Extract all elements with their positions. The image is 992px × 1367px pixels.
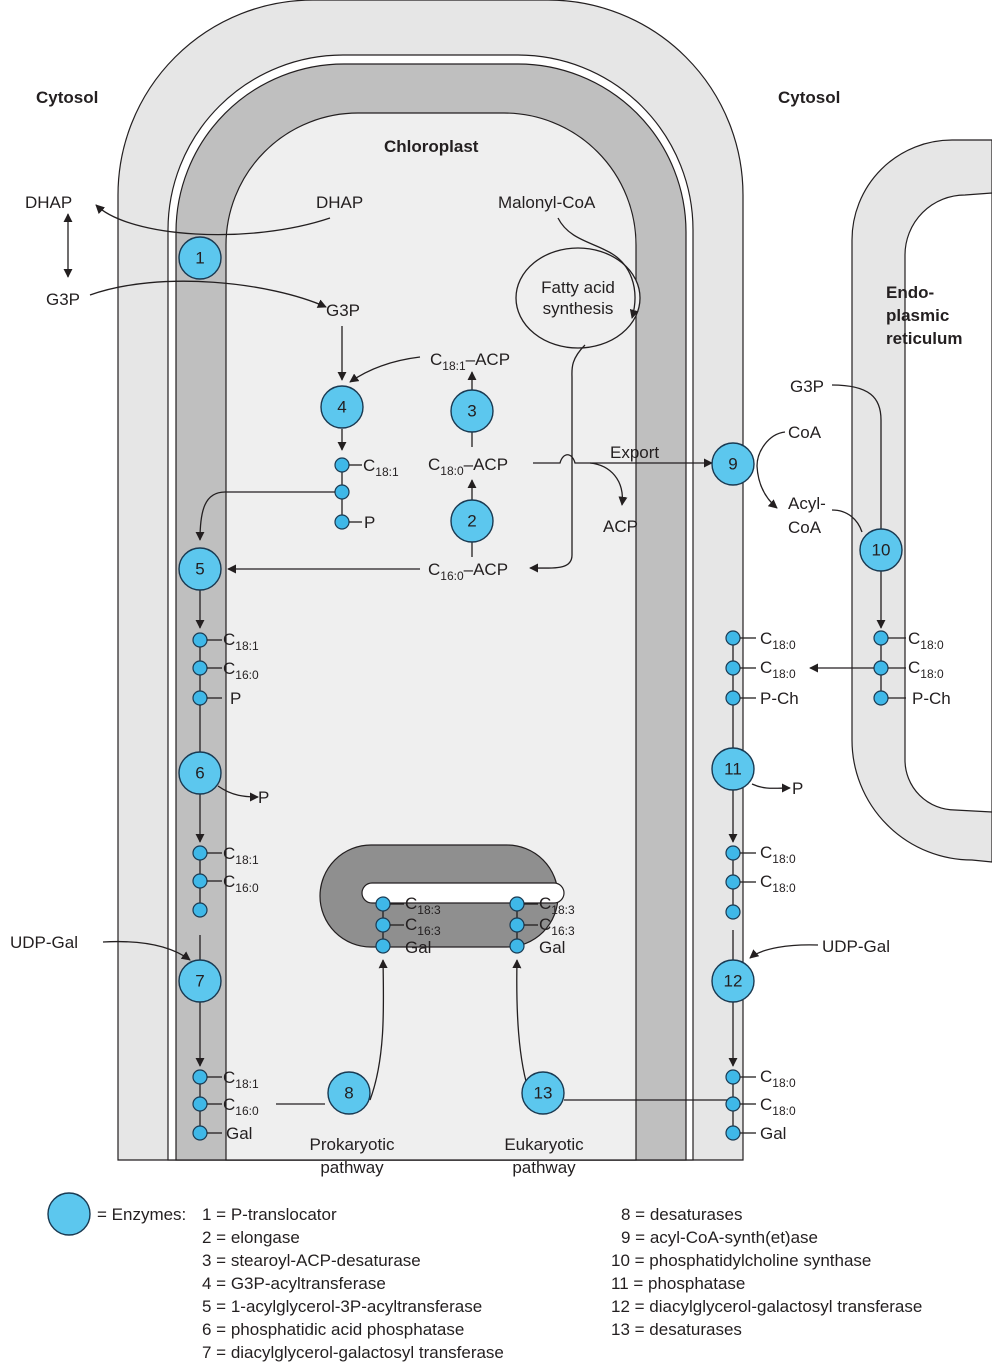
svg-text:Gal: Gal	[760, 1124, 786, 1143]
legend-item: 11 = phosphatase	[611, 1274, 745, 1293]
svg-text:P-Ch: P-Ch	[912, 689, 951, 708]
g3p-er: G3P	[790, 377, 824, 396]
svg-text:8: 8	[344, 1084, 353, 1103]
enzyme-3: 3	[451, 390, 493, 432]
legend-item: 9 = acyl-CoA-synth(et)ase	[621, 1228, 818, 1247]
svg-text:Gal: Gal	[405, 938, 431, 957]
enzyme-6: 6	[179, 752, 221, 794]
enzyme-8: 8	[328, 1072, 370, 1114]
glycerol-dot	[335, 515, 349, 529]
g3p-stroma: G3P	[326, 301, 360, 320]
legend-item: 8 = desaturases	[621, 1205, 742, 1224]
legend-item: 2 = elongase	[202, 1228, 300, 1247]
acyl-coa-label-1: Acyl-	[788, 494, 826, 513]
fas-label-2: synthesis	[543, 299, 614, 318]
malonyl-coa-label: Malonyl-CoA	[498, 193, 596, 212]
svg-text:11: 11	[724, 760, 742, 779]
svg-text:P: P	[364, 513, 375, 532]
legend-item: 7 = diacylglycerol-galactosyl transferas…	[202, 1343, 504, 1362]
endoplasmic-reticulum	[852, 140, 992, 862]
acyl-coa-label-2: CoA	[788, 518, 822, 537]
acp-released: ACP	[603, 517, 638, 536]
svg-text:P: P	[792, 779, 803, 798]
enzyme-13: 13	[522, 1072, 564, 1114]
coa-label: CoA	[788, 423, 822, 442]
svg-text:3: 3	[467, 402, 476, 421]
legend-item: 12 = diacylglycerol-galactosyl transfera…	[611, 1297, 922, 1316]
thylakoid	[320, 845, 564, 947]
g3p-cytosol: G3P	[46, 290, 80, 309]
enzyme-10: 10	[860, 529, 902, 571]
udp-gal-right: UDP-Gal	[822, 937, 890, 956]
svg-text:C18:0: C18:0	[760, 658, 796, 681]
svg-text:9: 9	[728, 455, 737, 474]
legend-item: 1 = P-translocator	[202, 1205, 337, 1224]
prokaryotic-label-2: pathway	[320, 1158, 384, 1177]
enzyme-1: 1	[179, 237, 221, 279]
svg-text:P: P	[230, 689, 241, 708]
dhap-cytosol: DHAP	[25, 193, 72, 212]
svg-text:5: 5	[195, 560, 204, 579]
er-label-1: Endo-	[886, 283, 934, 302]
svg-text:1: 1	[195, 249, 204, 268]
eukaryotic-label-1: Eukaryotic	[504, 1135, 584, 1154]
dhap-stroma: DHAP	[316, 193, 363, 212]
svg-text:C18:0: C18:0	[760, 629, 796, 652]
svg-text:C18:0: C18:0	[760, 843, 796, 866]
svg-text:6: 6	[195, 764, 204, 783]
legend-enzyme-icon	[48, 1193, 90, 1235]
fas-label-1: Fatty acid	[541, 278, 615, 297]
svg-text:P-Ch: P-Ch	[760, 689, 799, 708]
legend-item: 13 = desaturases	[611, 1320, 742, 1339]
glycerol-dot	[335, 458, 349, 472]
legend-item: 10 = phosphatidylcholine synthase	[611, 1251, 871, 1270]
udp-gal-left: UDP-Gal	[10, 933, 78, 952]
eukaryotic-label-2: pathway	[512, 1158, 576, 1177]
svg-text:12: 12	[724, 972, 743, 991]
export-label: Export	[610, 443, 659, 462]
enzyme-11: 11	[712, 748, 754, 790]
er-label-2: plasmic	[886, 306, 949, 325]
prokaryotic-label-1: Prokaryotic	[309, 1135, 395, 1154]
svg-text:7: 7	[195, 972, 204, 991]
legend-item: 4 = G3P-acyltransferase	[202, 1274, 386, 1293]
er-label-3: reticulum	[886, 329, 963, 348]
svg-text:C18:0: C18:0	[760, 1067, 796, 1090]
legend-prefix: = Enzymes:	[97, 1205, 186, 1224]
legend-item: 3 = stearoyl-ACP-desaturase	[202, 1251, 421, 1270]
legend-item: 6 = phosphatidic acid phosphatase	[202, 1320, 464, 1339]
svg-text:4: 4	[337, 398, 346, 417]
cytosol-right-label: Cytosol	[778, 88, 840, 107]
enzyme-legend: = Enzymes: 1 = P-translocator 2 = elonga…	[48, 1193, 922, 1362]
svg-text:2: 2	[467, 512, 476, 531]
svg-text:Gal: Gal	[539, 938, 565, 957]
enzyme-12: 12	[712, 960, 754, 1002]
chloroplast-label: Chloroplast	[384, 137, 479, 156]
enzyme-4: 4	[321, 386, 363, 428]
svg-text:P: P	[258, 788, 269, 807]
cytosol-left-label: Cytosol	[36, 88, 98, 107]
svg-text:C18:0: C18:0	[760, 1095, 796, 1118]
svg-text:Gal: Gal	[226, 1124, 252, 1143]
enzyme-7: 7	[179, 960, 221, 1002]
enzyme-9: 9	[712, 443, 754, 485]
svg-text:10: 10	[872, 541, 891, 560]
svg-text:13: 13	[534, 1084, 553, 1103]
glycerol-dot	[335, 485, 349, 499]
fatty-acid-synthesis-node	[516, 248, 640, 348]
enzyme-2: 2	[451, 500, 493, 542]
enzyme-5: 5	[179, 548, 221, 590]
legend-item: 5 = 1-acylglycerol-3P-acyltransferase	[202, 1297, 482, 1316]
svg-text:C18:0: C18:0	[760, 872, 796, 895]
